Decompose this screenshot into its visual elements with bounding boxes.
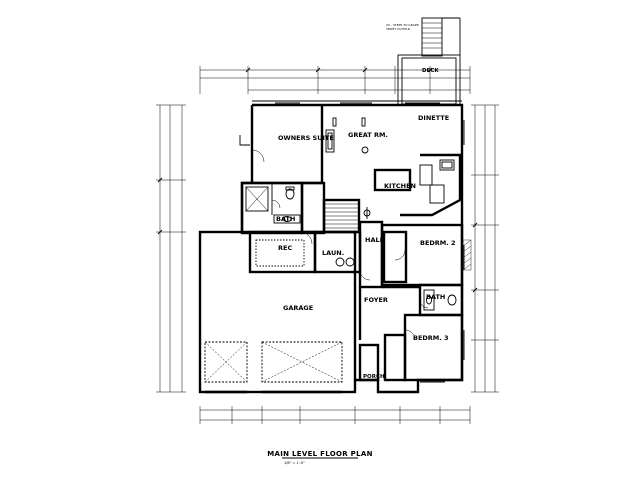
room-label-hall: HALL [365,236,384,244]
room-label-garage: GARAGE [283,304,313,312]
room-label-porch: PORCH [363,374,385,380]
room-label-laun: LAUN. [322,249,344,257]
room-label-great-rm: GREAT RM. [348,131,388,139]
plan-scale: 1/8" = 1'-0" [284,461,305,465]
room-label-bedrm-2: BEDRM. 2 [420,239,456,247]
svg-text:VERIFY IN FIELD: VERIFY IN FIELD [386,27,411,31]
dimension-lines [156,66,499,424]
room-label-owners-suite-text: OWNERS SUITE [278,134,334,142]
room-label-deck: DECK [422,68,439,74]
room-label-foyer: FOYER [364,296,388,304]
room-label-owners-suite: OWNERS SUITE [278,134,334,142]
interior-walls [240,105,464,382]
room-label-bedrm-3: BEDRM. 3 [413,334,449,342]
fixtures [204,102,472,394]
deck-structure: 2X - STEPS TO GRADE VERIFY IN FIELD [386,17,461,106]
room-label-bath-1: BATH [276,215,295,223]
room-label-rec: REC [278,244,292,252]
plan-title: MAIN LEVEL FLOOR PLAN [267,450,373,458]
room-label-dinette: DINETTE [418,114,449,122]
room-label-kitchen: KITCHEN [384,182,416,190]
room-label-bath-2: BATH [426,293,445,301]
svg-text:2X - STEPS TO GRADE: 2X - STEPS TO GRADE [386,23,419,27]
